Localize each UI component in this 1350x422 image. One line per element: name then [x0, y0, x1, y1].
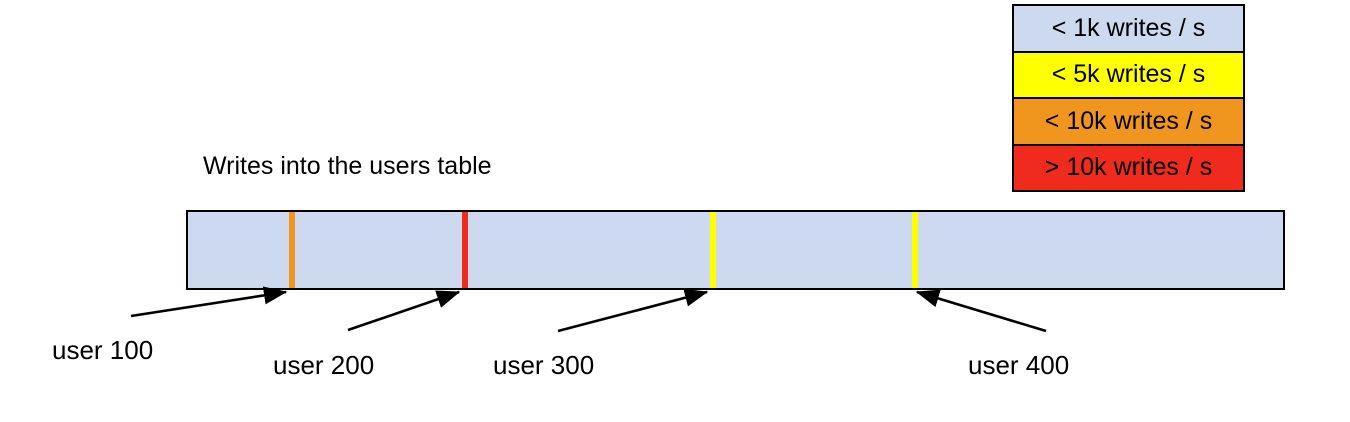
legend-row-under-5k: < 5k writes / s: [1014, 52, 1243, 99]
marker-user-400: [912, 212, 918, 288]
callout-label-user-300: user 300: [493, 350, 595, 380]
legend-label-under-1k: < 1k writes / s: [1051, 13, 1206, 42]
legend-label-under-10k: < 10k writes / s: [1044, 106, 1213, 135]
callout-label-user-200: user 200: [273, 350, 375, 380]
write-rate-legend: < 1k writes / s < 5k writes / s < 10k wr…: [1012, 4, 1245, 192]
users-table-bar: [186, 210, 1285, 290]
arrow-user-300: [557, 288, 709, 333]
legend-label-over-10k: > 10k writes / s: [1044, 153, 1213, 182]
arrow-user-400: [915, 289, 1047, 333]
callout-label-user-100: user 100: [52, 335, 154, 365]
legend-row-over-10k: > 10k writes / s: [1014, 145, 1243, 190]
arrow-user-200: [347, 290, 461, 332]
legend-row-under-1k: < 1k writes / s: [1014, 6, 1243, 53]
callout-label-user-400: user 400: [968, 350, 1070, 380]
legend-row-under-10k: < 10k writes / s: [1014, 99, 1243, 146]
bar-title: Writes into the users table: [203, 152, 492, 180]
marker-user-300: [710, 212, 716, 288]
legend-label-under-5k: < 5k writes / s: [1051, 60, 1206, 89]
arrow-user-100: [130, 286, 288, 318]
marker-user-100: [289, 212, 295, 288]
marker-user-200: [462, 212, 468, 288]
